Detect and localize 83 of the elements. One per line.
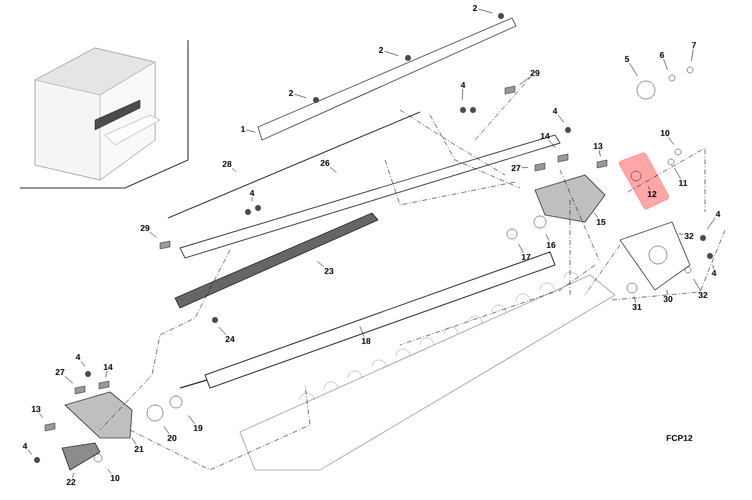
callout-number: 31 bbox=[632, 304, 642, 310]
callout-number: 14 bbox=[104, 364, 113, 370]
callout-number: 4 bbox=[460, 82, 466, 88]
leader-line bbox=[674, 168, 681, 180]
leader-line bbox=[666, 290, 668, 296]
callout-number: 22 bbox=[66, 479, 76, 485]
leader-line bbox=[712, 264, 714, 270]
leader-line bbox=[28, 450, 32, 455]
leader-line bbox=[478, 8, 493, 14]
callout-number: 4 bbox=[76, 354, 80, 360]
callout-number: 16 bbox=[546, 242, 556, 248]
callout-number: 7 bbox=[692, 42, 696, 48]
leader-line bbox=[693, 278, 701, 292]
callout-number: 20 bbox=[168, 435, 176, 441]
leader-line bbox=[648, 186, 650, 190]
callout-number: 29 bbox=[140, 225, 150, 231]
leader-line bbox=[72, 472, 74, 478]
leader-line bbox=[546, 234, 550, 242]
leader-line bbox=[188, 415, 195, 424]
leader-line bbox=[548, 140, 556, 148]
leader-line bbox=[690, 48, 694, 62]
callout-number: 4 bbox=[712, 270, 716, 276]
leader-line bbox=[218, 326, 226, 336]
callout-number: 12 bbox=[648, 191, 656, 197]
leader-line bbox=[634, 296, 636, 304]
callout-number: 32 bbox=[698, 292, 708, 298]
leader-line bbox=[629, 62, 638, 76]
leader-line bbox=[132, 438, 137, 446]
callout-number: 6 bbox=[660, 52, 664, 58]
callout-number: 4 bbox=[22, 443, 28, 449]
leader-line bbox=[462, 88, 464, 100]
callout-number: 24 bbox=[226, 336, 235, 342]
leader-line bbox=[107, 469, 112, 474]
callout-number: 4 bbox=[552, 108, 558, 114]
callout-number: 32 bbox=[684, 232, 694, 239]
leader-line bbox=[519, 76, 530, 86]
leader-line bbox=[706, 218, 716, 230]
leader-line bbox=[232, 168, 236, 172]
leader-line bbox=[518, 244, 524, 254]
callout-number: 19 bbox=[194, 425, 202, 431]
callout-number: 30 bbox=[663, 296, 672, 302]
leader-line bbox=[668, 136, 674, 145]
callout-number: 13 bbox=[32, 406, 40, 412]
callout-number: 26 bbox=[320, 160, 330, 166]
callout-number: 18 bbox=[362, 338, 370, 344]
leader-line bbox=[594, 212, 598, 218]
callout-number: 11 bbox=[679, 180, 688, 186]
callout-number: 10 bbox=[660, 130, 670, 136]
leader-line bbox=[663, 58, 668, 70]
callout-number: 29 bbox=[530, 70, 540, 76]
leader-line bbox=[330, 166, 337, 173]
callout-number: 15 bbox=[596, 219, 606, 225]
callout-number: 4 bbox=[250, 190, 254, 196]
figure-code: FCP12 bbox=[666, 435, 692, 441]
callout-number: 27 bbox=[56, 369, 64, 375]
leader-line bbox=[64, 376, 74, 384]
callout-number: 4 bbox=[716, 211, 720, 217]
callout-number: 27 bbox=[512, 165, 520, 171]
callout-number: 21 bbox=[134, 446, 144, 452]
leader-line bbox=[246, 130, 256, 132]
leader-line bbox=[384, 50, 399, 56]
callout-number: 10 bbox=[110, 475, 120, 481]
leader-line bbox=[317, 261, 324, 268]
callout-number: 23 bbox=[324, 268, 334, 274]
callout-number: 17 bbox=[522, 254, 530, 260]
callout-number: 2 bbox=[472, 5, 478, 11]
leader-line bbox=[164, 426, 170, 434]
leader-line bbox=[678, 233, 684, 235]
leader-line bbox=[105, 370, 108, 378]
leader-line bbox=[360, 326, 364, 338]
callout-number: 28 bbox=[222, 161, 232, 167]
leader-line bbox=[294, 94, 307, 98]
leader-line bbox=[80, 360, 86, 367]
callout-number: 5 bbox=[624, 56, 630, 62]
callout-number: 2 bbox=[378, 47, 384, 53]
callout-number: 2 bbox=[288, 90, 294, 96]
leader-line bbox=[522, 167, 528, 168]
callout-number: 13 bbox=[594, 142, 602, 149]
leader-line bbox=[39, 412, 43, 418]
leader-line bbox=[558, 114, 564, 123]
leader-line bbox=[598, 150, 601, 156]
callout-number: 1 bbox=[241, 126, 246, 132]
leader-line bbox=[150, 232, 157, 238]
